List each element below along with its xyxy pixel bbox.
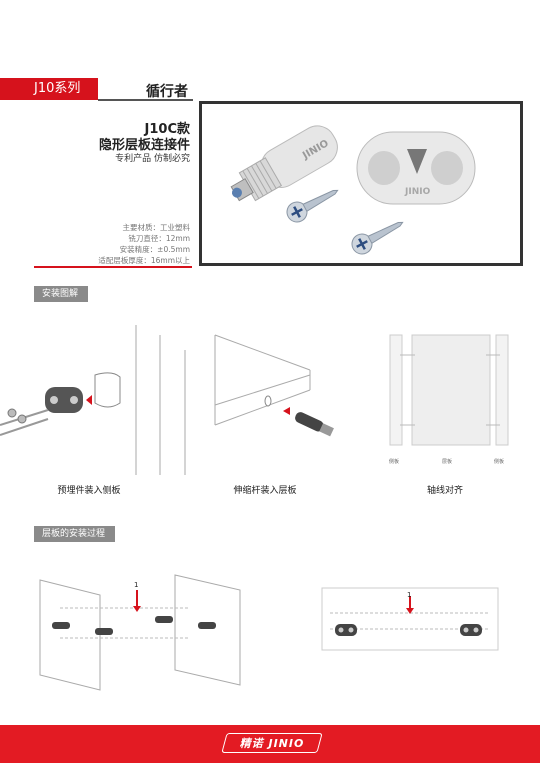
- footer-logo: 精诺 JINIO: [239, 737, 305, 750]
- caption-rod-into-shelf: 伸缩杆装入层板: [233, 486, 297, 496]
- spec-list: 主要材质：工业塑料 铣刀直径：12mm 安装精度：±0.5mm 适配层板厚度：1…: [98, 222, 190, 266]
- product-name: 隐形层板连接件: [98, 138, 190, 153]
- spec-cutter-diameter: 铣刀直径：12mm: [128, 234, 190, 243]
- panel-label-shelf: 层板: [442, 458, 452, 465]
- footer-bar: [0, 725, 540, 763]
- step-marker-right: 1: [407, 591, 411, 599]
- spec-accuracy: 安装精度：±0.5mm: [119, 245, 190, 254]
- section-install-process: 层板的安装过程: [34, 526, 116, 542]
- series-tab: J10系列: [0, 78, 98, 100]
- photo-logo-bracket: JINIO: [404, 187, 431, 197]
- patent-notice: 专利产品 仿制必究: [115, 154, 190, 164]
- caption-embed-side-panel: 预埋件装入侧板: [57, 486, 121, 496]
- product-model: J10C款: [144, 122, 190, 137]
- spec-underline: [34, 266, 192, 268]
- step-marker-left: 1: [134, 581, 138, 589]
- panel-label-right-side: 侧板: [494, 458, 504, 465]
- install-diagram-illustrations: 侧板 层板 侧板: [0, 325, 509, 475]
- product-photo: JINIO JINIO: [199, 101, 523, 266]
- section-install-diagram: 安装图解: [34, 286, 89, 302]
- caption-axis-alignment: 轴线对齐: [426, 486, 463, 496]
- spec-board-thickness: 适配层板厚度：16mm以上: [98, 256, 190, 265]
- header-divider: [98, 99, 193, 101]
- product-photo-illustration: JINIO JINIO: [230, 125, 476, 255]
- spec-material: 主要材质：工业塑料: [122, 223, 191, 232]
- panel-label-left-side: 侧板: [389, 458, 399, 465]
- brand-name: 循行者: [146, 84, 188, 100]
- install-process-illustrations: 1 1: [39, 574, 499, 691]
